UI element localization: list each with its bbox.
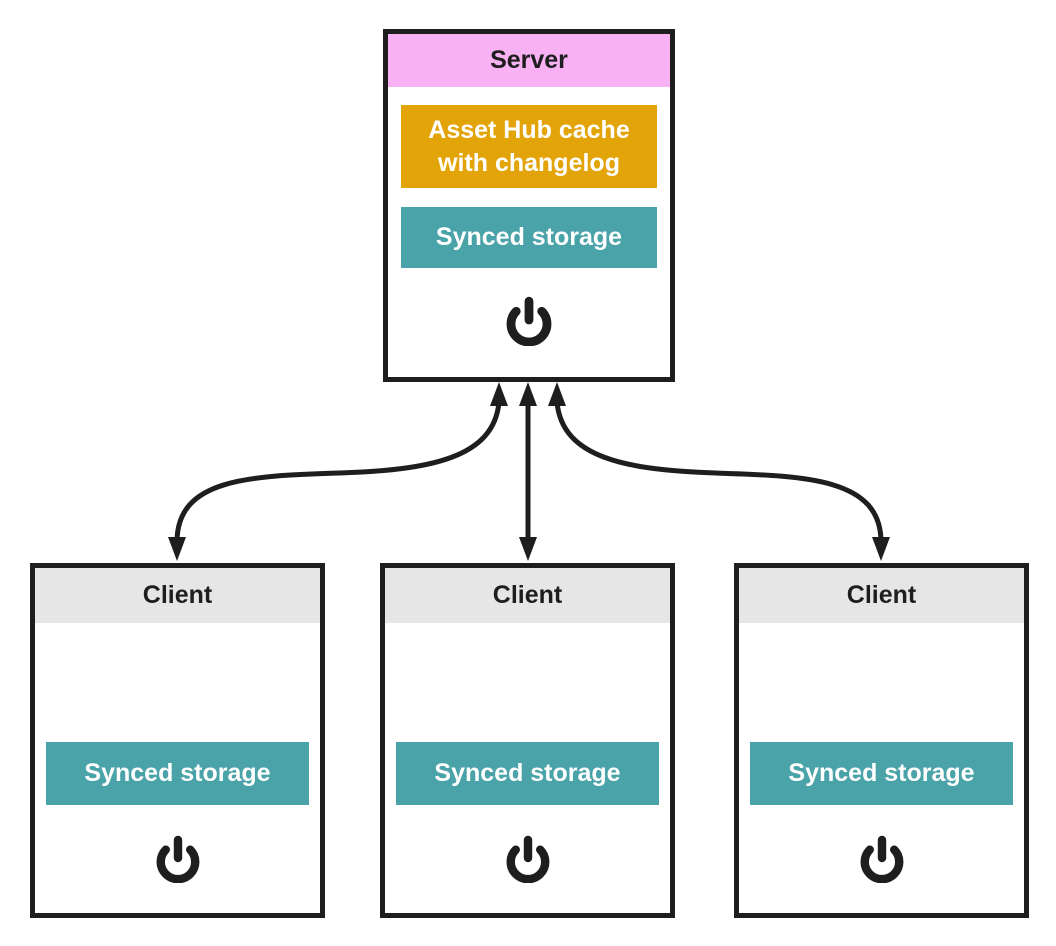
client-left-title: Client <box>142 581 213 609</box>
arrowhead-down-middle <box>519 537 537 561</box>
arrowhead-up-right <box>548 382 566 406</box>
power-icon <box>506 835 549 883</box>
arrow-server-client-left <box>174 401 502 543</box>
asset-hub-cache-label: Asset Hub cache with changelog <box>428 116 630 177</box>
server-title: Server <box>490 46 568 74</box>
client-left-header: Client <box>35 568 320 623</box>
client-left-synced-storage-block: Synced storage <box>46 742 309 805</box>
client-right-title: Client <box>846 581 917 609</box>
client-right-synced-storage-label: Synced storage <box>788 759 975 788</box>
client-left-synced-storage-label: Synced storage <box>84 759 271 788</box>
server-synced-storage-block: Synced storage <box>401 207 657 268</box>
arrowhead-down-left <box>168 537 186 561</box>
power-icon <box>506 296 552 346</box>
arrowhead-up-left <box>490 382 508 406</box>
power-icon <box>860 835 903 883</box>
client-middle-title: Client <box>492 581 563 609</box>
client-middle-header: Client <box>385 568 670 623</box>
server-node: Server Asset Hub cache with changelog Sy… <box>383 29 675 382</box>
client-middle-synced-storage-block: Synced storage <box>396 742 659 805</box>
client-node-left: Client Synced storage <box>30 563 325 918</box>
asset-hub-cache-block: Asset Hub cache with changelog <box>401 105 657 188</box>
client-right-synced-storage-block: Synced storage <box>750 742 1013 805</box>
server-synced-storage-label: Synced storage <box>435 223 623 252</box>
arrowhead-up-middle <box>519 382 537 406</box>
arrow-server-client-right <box>554 401 884 543</box>
server-header: Server <box>388 34 670 87</box>
client-middle-synced-storage-label: Synced storage <box>434 759 621 788</box>
power-icon <box>156 835 199 883</box>
client-node-right: Client Synced storage <box>734 563 1029 918</box>
client-right-header: Client <box>739 568 1024 623</box>
arrowhead-down-right <box>872 537 890 561</box>
client-node-middle: Client Synced storage <box>380 563 675 918</box>
